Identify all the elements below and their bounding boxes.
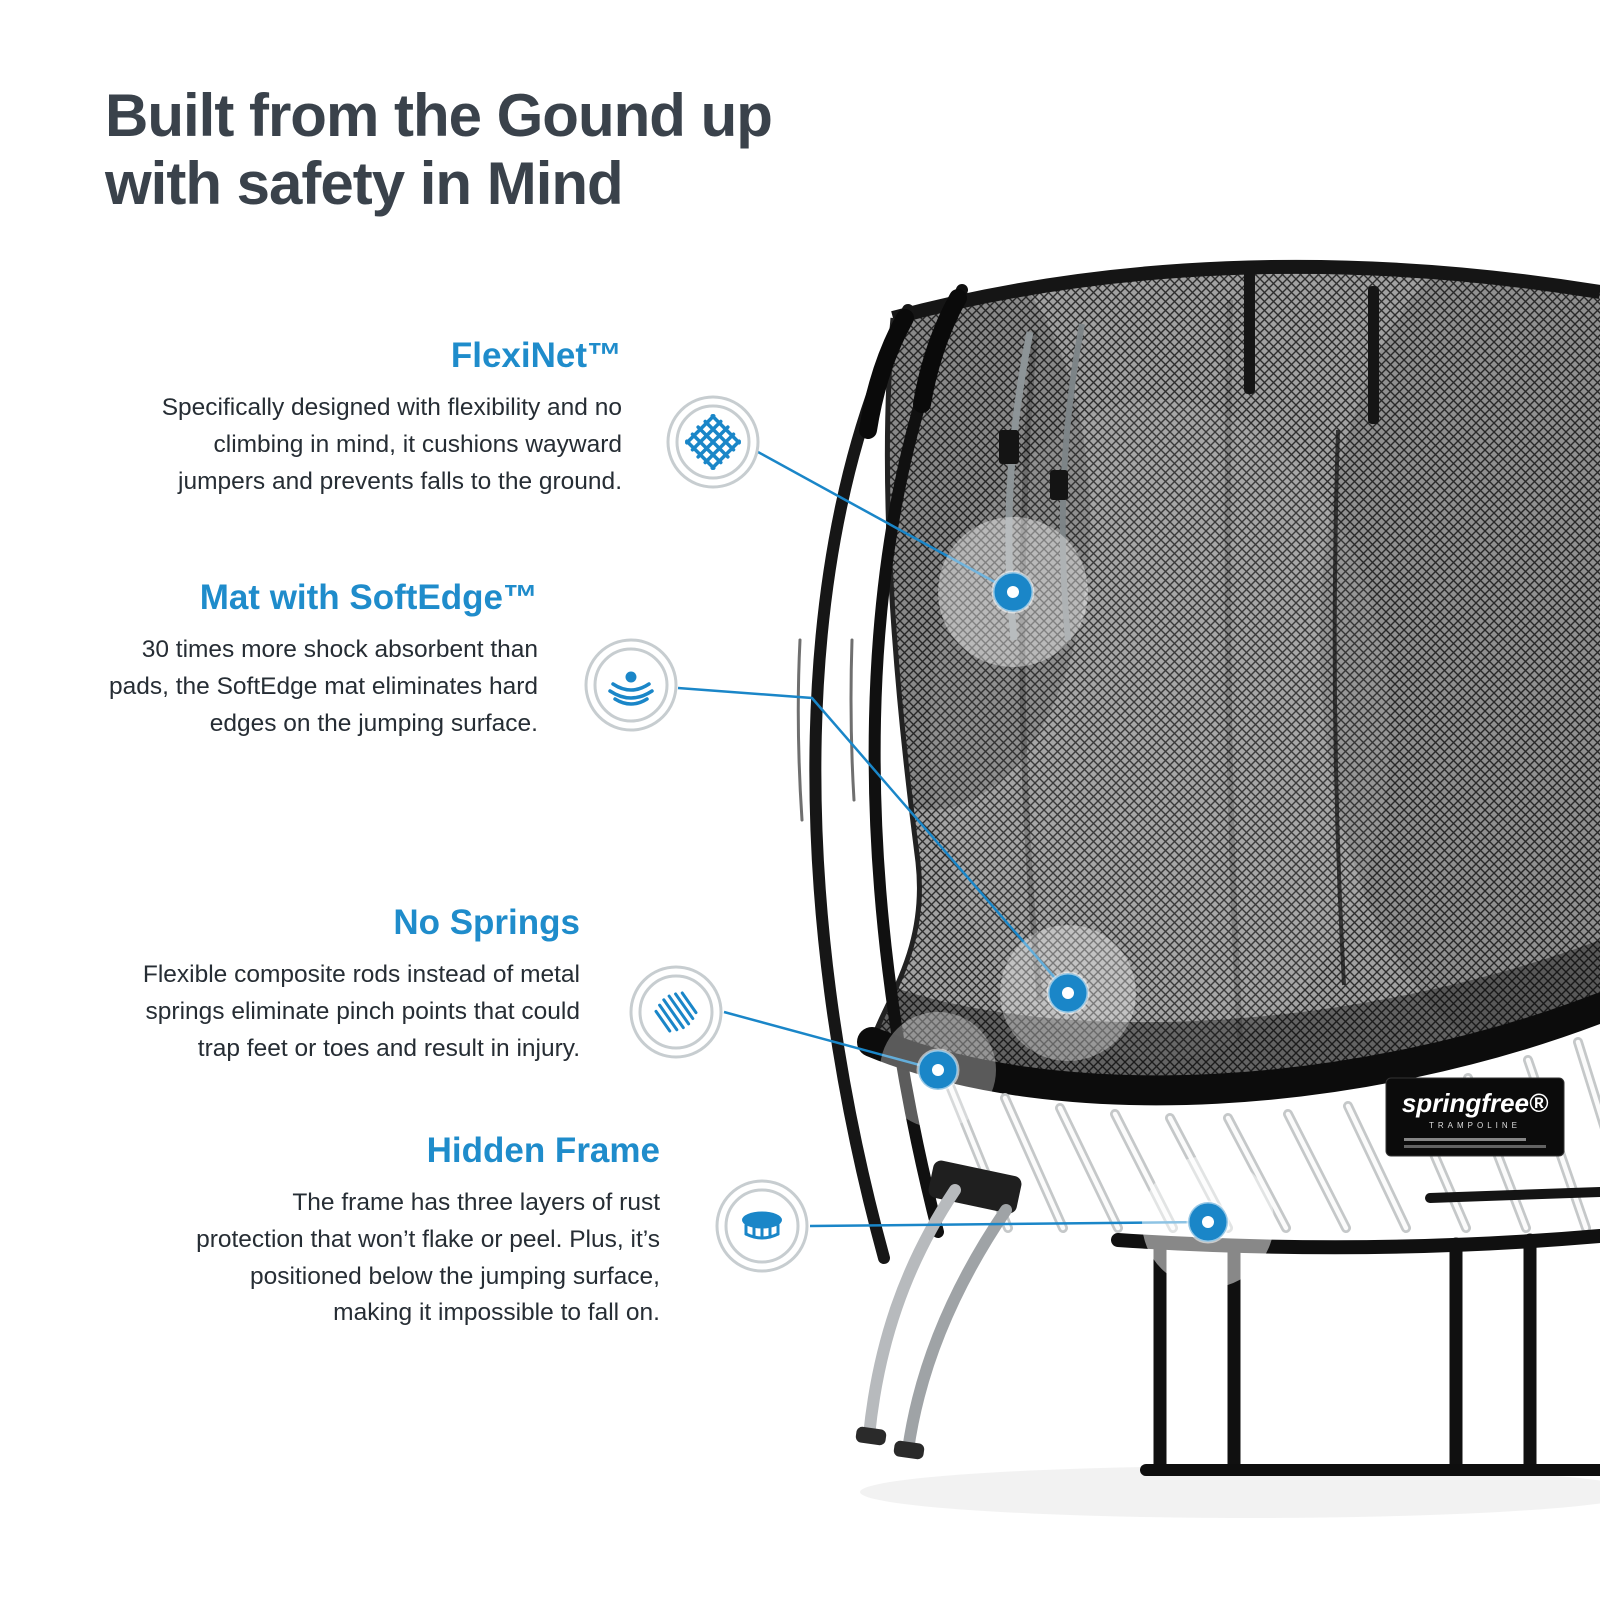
feature-flexinet-body: Specifically designed with flexibility a… (161, 394, 622, 495)
hidden-frame-icon (714, 1178, 810, 1274)
ground-shadow (860, 1466, 1600, 1518)
enclosure-poles (796, 284, 968, 1264)
brand-tagline-text: TRAMPOLINE (1429, 1121, 1521, 1130)
callout-dot-flexinet (938, 517, 1088, 667)
feature-nosprings: No Springs Flexible composite rods inste… (135, 903, 580, 1067)
feature-softedge-body: 30 times more shock absorbent than pads,… (108, 636, 538, 737)
page-title: Built from the Gound up with safety in M… (105, 82, 1005, 219)
feature-flexinet-heading: FlexiNet™ (450, 336, 622, 375)
callout-line-nosprings (723, 1010, 939, 1072)
callout-dots (880, 517, 1274, 1288)
callout-line-hiddenframe (809, 1220, 1209, 1228)
callout-dot-softedge (1000, 925, 1136, 1061)
composite-rods-icon (628, 964, 724, 1060)
feature-softedge-heading: Mat with SoftEdge™ (199, 578, 538, 617)
feature-hiddenframe: Hidden Frame The frame has three layers … (185, 1131, 660, 1332)
brand-logo-text: springfree® (1402, 1088, 1549, 1118)
silver-front-leg (855, 1160, 1022, 1460)
feature-hiddenframe-body: The frame has three layers of rust prote… (196, 1189, 660, 1327)
callout-dot-nosprings (880, 1012, 996, 1128)
net-mesh-icon (665, 394, 761, 490)
page-title-line1: Built from the Gound up (105, 82, 773, 149)
brand-badge: springfree® TRAMPOLINE (1385, 1077, 1565, 1157)
feature-nosprings-heading: No Springs (393, 903, 580, 942)
frame-and-legs (1111, 1187, 1600, 1476)
soft-edge-ripple-icon (583, 637, 679, 733)
feature-nosprings-body: Flexible composite rods instead of metal… (142, 961, 580, 1062)
callout-line-flexinet (757, 450, 1014, 594)
net-top-rail (891, 259, 1600, 325)
callout-lines (677, 450, 1209, 1228)
feature-softedge: Mat with SoftEdge™ 30 times more shock a… (95, 578, 538, 742)
feature-flexinet: FlexiNet™ Specifically designed with fle… (130, 336, 622, 500)
enclosure-net (869, 259, 1600, 1091)
callout-dot-hiddenframe (1142, 1156, 1274, 1288)
page-title-line2: with safety in Mind (105, 150, 624, 218)
callout-line-softedge (677, 686, 1069, 994)
feature-hiddenframe-heading: Hidden Frame (426, 1131, 660, 1170)
